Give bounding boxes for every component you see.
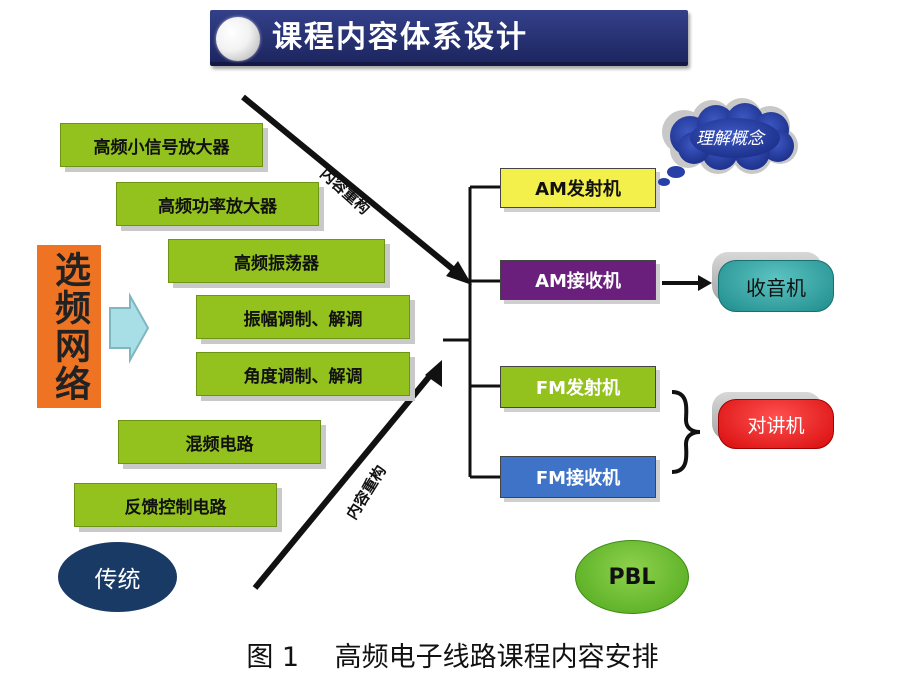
am-receiver-box: AM接收机 (500, 260, 656, 300)
input-hollow-arrow (109, 292, 150, 364)
module-box-am-modulation: 振幅调制、解调 (196, 295, 410, 339)
restructure-arrow-bottom (252, 370, 436, 590)
thought-bubble-label: 理解概念 (696, 129, 764, 149)
module-box-power-amp: 高频功率放大器 (116, 182, 319, 226)
restructure-arrowhead-bottom (425, 360, 442, 387)
fm-brace (671, 390, 701, 474)
radio-arrowhead (698, 275, 712, 291)
pbl-ellipse: PBL (575, 540, 689, 614)
restructure-arrow-top (241, 94, 462, 278)
module-box-oscillator: 高频振荡器 (168, 239, 385, 283)
page-title: 课程内容体系设计 (272, 20, 528, 55)
title-banner: 课程内容体系设计 (210, 10, 688, 66)
radio-pill: 收音机 (718, 260, 834, 312)
selective-network-label: 选频网络 (49, 250, 90, 403)
thought-bubble-icon (658, 98, 798, 186)
selective-network-box: 选频网络 (37, 245, 101, 408)
traditional-ellipse: 传统 (58, 542, 177, 612)
module-box-small-signal-amp: 高频小信号放大器 (60, 123, 263, 167)
walkie-talkie-pill: 对讲机 (718, 399, 834, 449)
figure-caption: 图 1 高频电子线路课程内容安排 (246, 642, 659, 673)
fm-receiver-box: FM接收机 (500, 456, 656, 498)
fm-transmitter-box: FM发射机 (500, 366, 656, 408)
module-box-feedback-control: 反馈控制电路 (74, 483, 277, 527)
module-box-angle-modulation: 角度调制、解调 (196, 352, 410, 396)
module-box-mixer: 混频电路 (118, 420, 321, 464)
title-orb-icon (216, 17, 260, 61)
restructure-arrowhead-top (446, 261, 472, 285)
am-transmitter-box: AM发射机 (500, 168, 656, 208)
